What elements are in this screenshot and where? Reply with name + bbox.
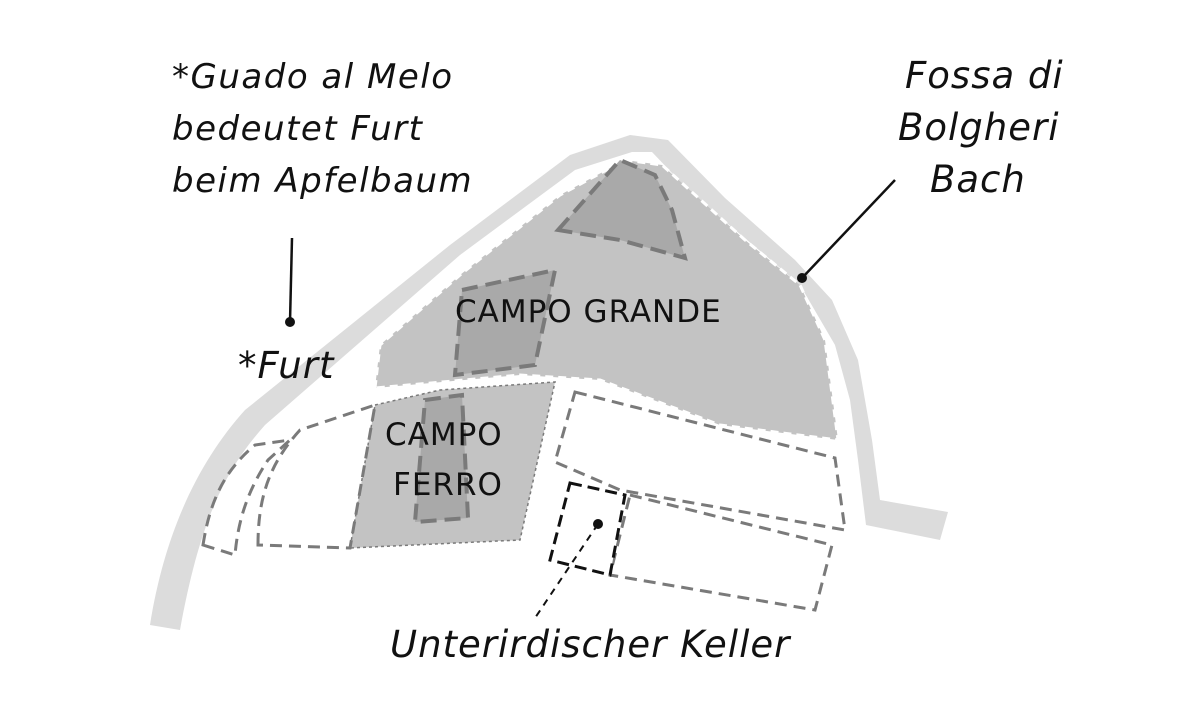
campo-grande-top-plot [554, 157, 688, 261]
annotation-line-3: beim Apfelbaum [172, 161, 473, 201]
stream-label-line-3: Bach [930, 158, 1026, 201]
cellar-label: Unterirdischer Keller [390, 623, 792, 666]
stream-label-line-2: Bolgheri [898, 106, 1060, 149]
stream-label-line-1: Fossa di [905, 54, 1064, 97]
left-plot-inner [256, 402, 377, 550]
annotation-line-1: *Guado al Melo [172, 57, 454, 97]
campo-ferro-label-line-2: FERRO [393, 467, 503, 503]
campo-grande-left-plot [452, 267, 558, 378]
cellar-box [548, 481, 627, 577]
cellar-leader [534, 523, 599, 619]
ford-dot [285, 317, 295, 327]
stream-dot [797, 273, 807, 283]
campo-ferro-label-line-1: CAMPO [385, 417, 503, 453]
stream-leader [801, 179, 896, 279]
campo-ferro-strip [412, 392, 471, 525]
ford-leader [288, 237, 294, 323]
left-plot-outer [201, 437, 295, 557]
stream-band [150, 135, 948, 630]
annotation-line-2: bedeutet Furt [172, 109, 424, 149]
right-plot-lower [608, 493, 834, 612]
right-plot-upper [553, 390, 847, 532]
campo-grande-label: CAMPO GRANDE [455, 294, 722, 330]
ford-label: *Furt [238, 344, 335, 387]
